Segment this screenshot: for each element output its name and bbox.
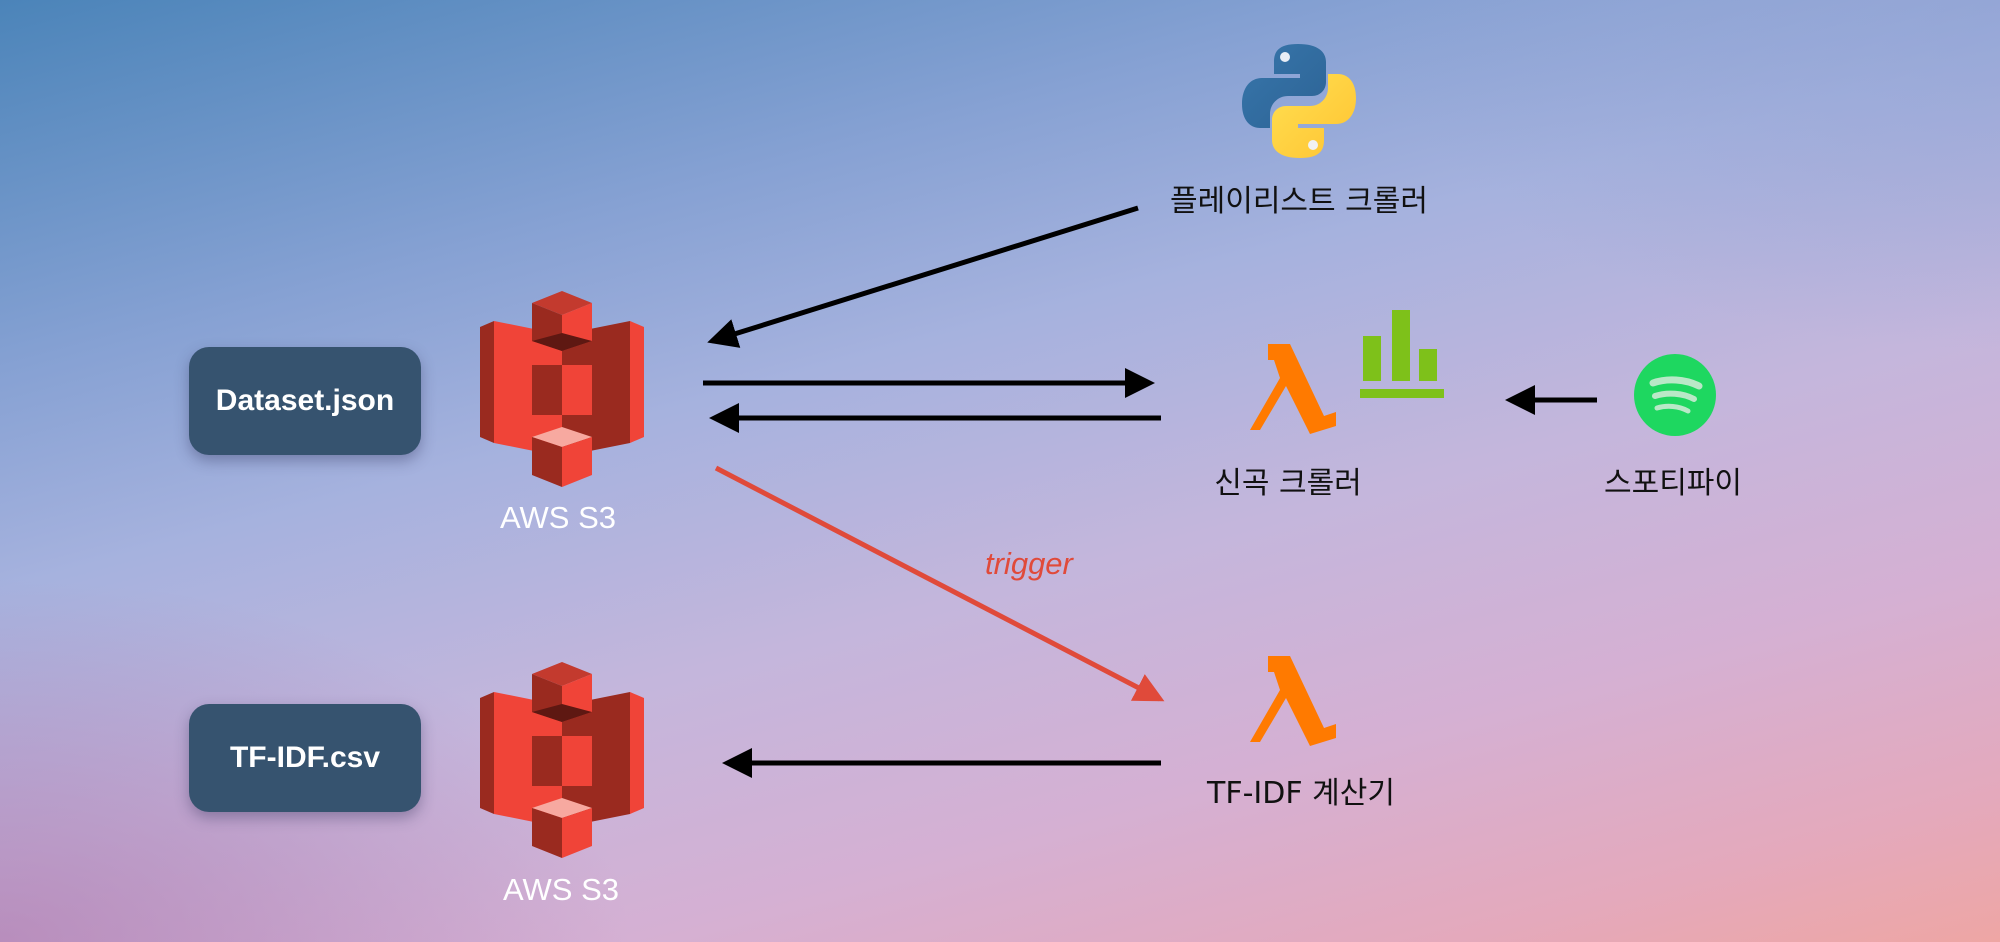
tfidf-csv-label: TF-IDF.csv — [229, 741, 381, 774]
s3-bottom-label: AWS S3 — [503, 872, 619, 907]
aws-lambda-icon — [1250, 656, 1336, 746]
tfidf-calculator-label: TF-IDF 계산기 — [1207, 776, 1395, 811]
bar-chart-icon — [1360, 310, 1444, 398]
new-song-crawler-label: 신곡 크롤러 — [1214, 466, 1362, 501]
arrow-playlist-to-s3 — [707, 205, 1139, 348]
aws-s3-icon — [480, 291, 644, 487]
dataset-json-box: Dataset.json — [189, 347, 421, 455]
spotify-icon — [1634, 354, 1716, 436]
python-icon — [1242, 44, 1356, 158]
aws-s3-icon — [480, 662, 644, 858]
playlist-crawler-label: 플레이리스트 크롤러 — [1170, 184, 1428, 219]
spotify-label: 스포티파이 — [1604, 466, 1742, 501]
arrow-trigger-s3-to-tfidf — [714, 465, 1165, 702]
trigger-label: trigger — [985, 546, 1073, 581]
tfidf-csv-box: TF-IDF.csv — [189, 704, 421, 812]
dataset-json-label: Dataset.json — [215, 384, 395, 417]
aws-lambda-icon — [1250, 344, 1336, 434]
s3-top-label: AWS S3 — [500, 500, 616, 535]
